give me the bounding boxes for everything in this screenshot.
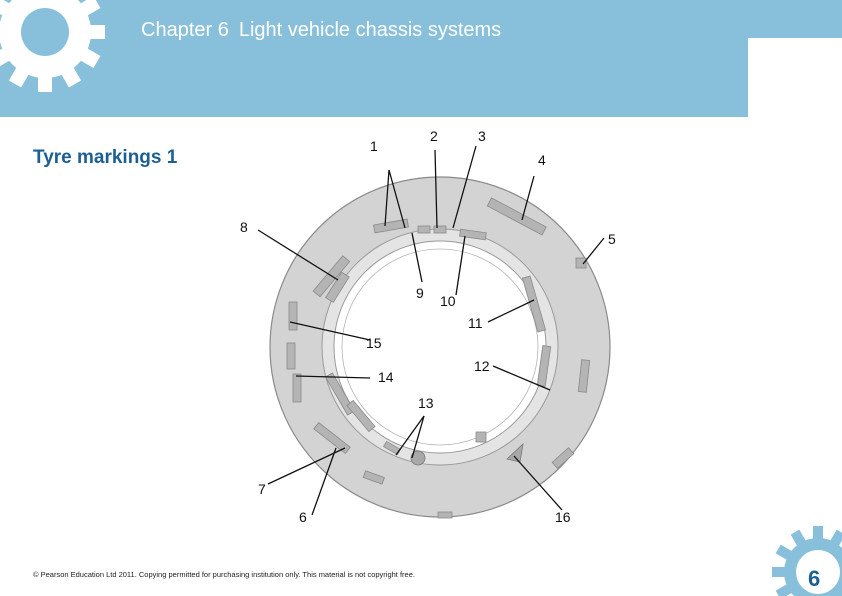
chapter-number: Chapter 6 xyxy=(141,19,229,41)
marking-block xyxy=(486,197,547,236)
callout-6: 6 xyxy=(299,509,307,525)
marking-block xyxy=(459,228,487,241)
rim-valve-marker xyxy=(410,450,426,466)
gear-icon xyxy=(0,0,105,92)
leader-line-6 xyxy=(311,447,337,516)
leader-line-2 xyxy=(434,149,438,229)
marking-block xyxy=(437,511,453,519)
callout-11: 11 xyxy=(468,315,483,331)
marking-block xyxy=(362,470,385,485)
callout-10: 10 xyxy=(440,293,456,309)
callout-12: 12 xyxy=(474,358,490,374)
leader-line-13 xyxy=(395,415,425,459)
callout-13: 13 xyxy=(418,395,434,411)
leader-line-1 xyxy=(384,169,406,229)
marking-block xyxy=(346,399,376,433)
chapter-name: Light vehicle chassis systems xyxy=(238,19,502,41)
leader-line-15 xyxy=(289,321,371,341)
gear-icon xyxy=(772,526,842,596)
callout-7: 7 xyxy=(258,481,266,497)
header-strip xyxy=(0,0,842,38)
marking-block xyxy=(324,372,356,416)
callout-9: 9 xyxy=(416,285,424,301)
marking-block xyxy=(433,225,447,234)
marking-block xyxy=(286,342,296,370)
callout-8: 8 xyxy=(240,219,248,235)
leader-line-8 xyxy=(257,229,339,281)
marking-block xyxy=(577,359,591,393)
rim-inner-ring xyxy=(341,248,539,446)
leader-line-10 xyxy=(455,235,466,296)
marking-block xyxy=(373,218,409,234)
leader-line-3 xyxy=(452,145,477,229)
leader-line-14 xyxy=(295,375,371,379)
marking-block xyxy=(288,301,298,331)
copyright-notice: © Pearson Education Ltd 2011. Copying pe… xyxy=(33,570,415,579)
rotation-arrow xyxy=(506,442,524,463)
marking-block xyxy=(575,257,587,269)
marking-block xyxy=(417,225,431,234)
callout-16: 16 xyxy=(555,509,571,525)
marking-block xyxy=(292,373,302,403)
marking-block xyxy=(551,447,575,469)
leader-line-4 xyxy=(521,175,535,221)
marking-block xyxy=(325,271,350,303)
callout-5: 5 xyxy=(608,231,616,247)
leader-line-11 xyxy=(487,299,535,323)
callout-2: 2 xyxy=(430,128,438,144)
marking-block xyxy=(521,275,547,333)
leader-line-12 xyxy=(492,365,551,391)
leader-line-16 xyxy=(513,455,563,511)
marking-block xyxy=(313,421,351,455)
callout-15: 15 xyxy=(366,335,382,351)
slide-title: Tyre markings 1 xyxy=(33,147,178,168)
marking-block xyxy=(475,431,487,443)
callout-3: 3 xyxy=(478,128,486,144)
page-number: 6 xyxy=(808,566,821,591)
callout-1: 1 xyxy=(370,138,378,154)
leader-line-9 xyxy=(411,232,423,283)
chapter-title: Chapter 6 Light vehicle chassis systems xyxy=(141,19,501,42)
leader-line-5 xyxy=(582,237,605,265)
callout-14: 14 xyxy=(378,369,394,385)
leader-line-7 xyxy=(267,447,346,485)
callout-4: 4 xyxy=(538,152,546,168)
